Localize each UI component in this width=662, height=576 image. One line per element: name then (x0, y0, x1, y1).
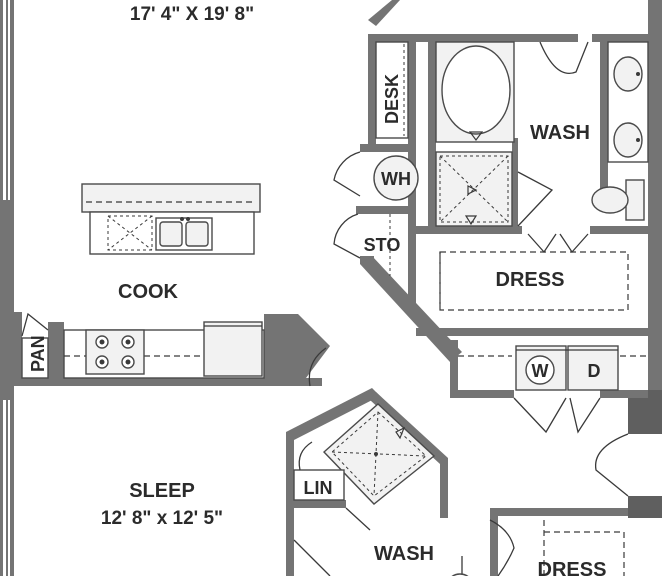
master-dress-label: DRESS (496, 269, 565, 291)
storage-label: STO (364, 235, 401, 255)
cook-label: COOK (118, 281, 179, 303)
second-dress (543, 516, 625, 576)
desk-label: DESK (382, 74, 402, 124)
entry-door (594, 433, 629, 497)
kitchen-island (81, 183, 261, 255)
master-bath-fixtures (435, 41, 649, 254)
storage-closet (333, 213, 391, 276)
linen-label: LIN (304, 478, 333, 498)
hall-door-swing (308, 347, 327, 387)
water-heater-label: WH (381, 169, 411, 189)
living-dimensions: 17' 4" X 19' 8" (130, 4, 254, 25)
sleep-dimensions: 12' 8" x 12' 5" (101, 508, 223, 529)
pantry (21, 312, 49, 379)
dryer-label: D (588, 361, 601, 381)
wash-2-label: WASH (374, 543, 434, 565)
water-heater-closet (333, 151, 419, 201)
second-shower (322, 403, 436, 505)
linen-closet (293, 441, 345, 501)
kitchen-counter (63, 321, 265, 379)
master-wash-label: WASH (530, 122, 590, 144)
laundry (458, 345, 648, 434)
dress-2-label: DRESS (538, 559, 607, 576)
washer-label: W (532, 361, 549, 381)
pantry-label: PAN (28, 335, 48, 372)
second-wash (293, 507, 515, 576)
desk (375, 41, 409, 139)
sleep-label: SLEEP (129, 480, 195, 502)
master-dress (439, 251, 629, 312)
